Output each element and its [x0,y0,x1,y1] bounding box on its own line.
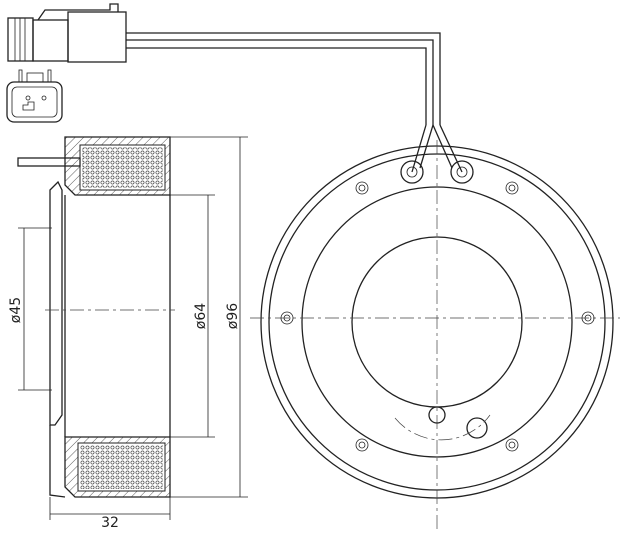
front-view [250,140,620,532]
dim-width: 32 [101,515,119,531]
lead-wires [126,32,463,173]
dim-bore: ø45 [8,297,24,323]
connector-face [6,69,63,123]
dim-outer: ø96 [225,303,241,329]
connector [7,3,127,63]
dim-inner: ø64 [193,303,209,329]
dimensions: ø45 ø64 ø96 32 [8,136,248,531]
section-view [17,136,175,498]
